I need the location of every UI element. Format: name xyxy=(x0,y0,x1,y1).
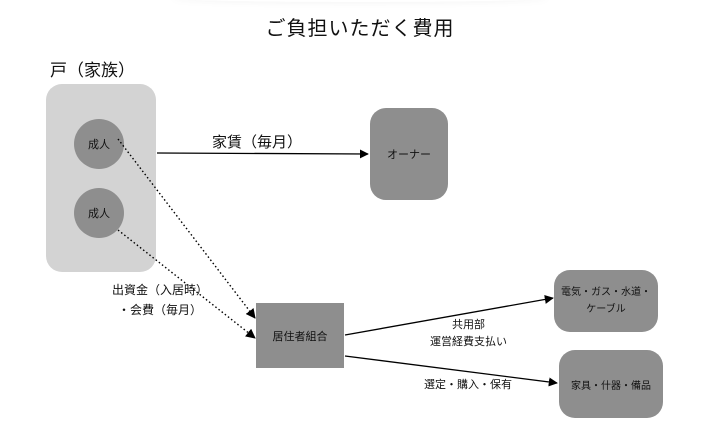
fund-label-line-1: 出資金（入居時） xyxy=(112,283,209,297)
adult-node-2: 成人 xyxy=(74,188,124,238)
household-label: 戸（家族） xyxy=(50,61,135,81)
fund-label: 出資金（入居時） ・会費（毎月） xyxy=(112,280,208,320)
common-label-line-2: 運営経費支払い xyxy=(430,335,507,348)
utility-line-1: 電気・ガス・水道・ xyxy=(561,287,651,298)
furniture-node: 家具・什器・備品 xyxy=(559,350,663,418)
household-box xyxy=(46,84,156,272)
adult-node-1: 成人 xyxy=(74,119,124,169)
common-arrow xyxy=(344,294,554,336)
fund-label-line-2: ・会費（毎月） xyxy=(118,303,203,317)
coop-node: 居住者組合 xyxy=(256,303,344,368)
select-arrow xyxy=(344,355,558,387)
fund-arrow-2 xyxy=(117,229,256,339)
rent-label: 家賃（毎月） xyxy=(212,133,303,151)
utility-node: 電気・ガス・水道・ ケーブル xyxy=(554,270,658,332)
diagram-title: ご負担いただく費用 xyxy=(265,16,455,40)
utility-line-2: ケーブル xyxy=(586,304,626,315)
owner-node: オーナー xyxy=(370,108,448,200)
common-label: 共用部 運営経費支払い xyxy=(430,316,507,350)
rent-arrow xyxy=(156,149,369,159)
common-label-line-1: 共用部 xyxy=(452,318,485,331)
fund-arrow-1 xyxy=(117,138,256,319)
select-label: 選定・購入・保有 xyxy=(424,378,512,391)
